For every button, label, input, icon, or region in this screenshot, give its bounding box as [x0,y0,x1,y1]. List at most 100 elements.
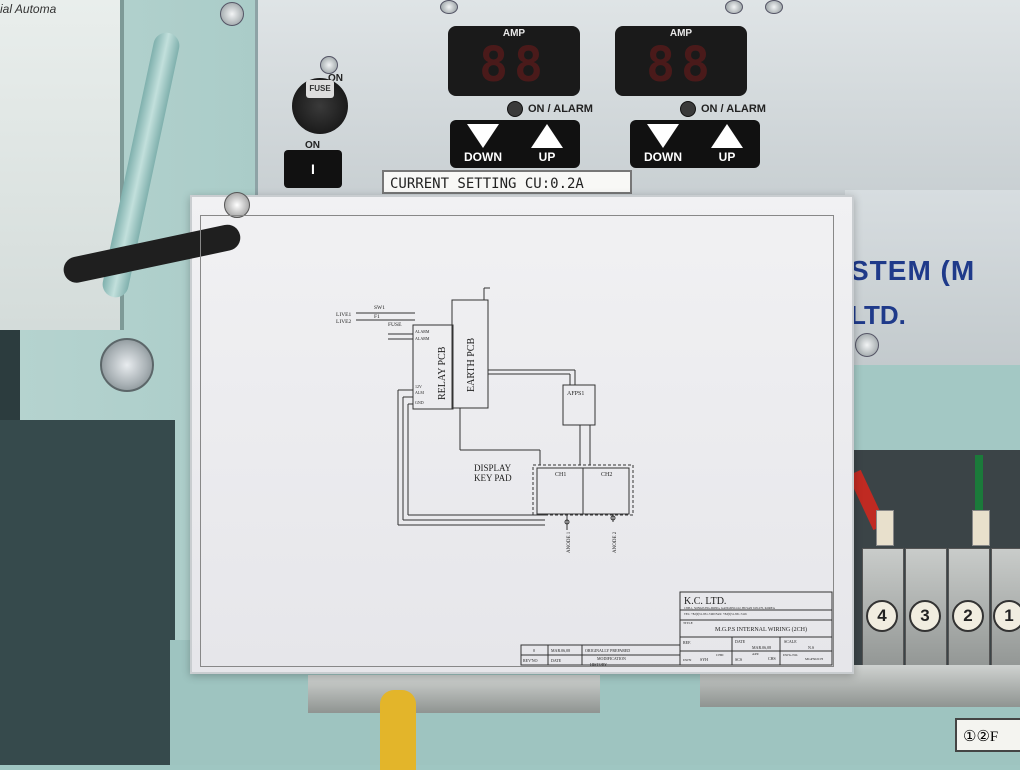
segment-digits: 88 [479,37,549,93]
diagram-12v: 12V [415,384,422,389]
wiring-diagram-sheet [190,195,854,674]
diagram-display: DISPLAY [474,463,512,473]
title-block-company: K.C. LTD. [684,596,726,607]
dwn-value: SYH [700,657,708,662]
clip-ring-icon [224,192,250,218]
date-value: MAR.06,08 [752,645,771,651]
switch-symbol: I [311,161,315,177]
bottom-label: ①②F [955,718,1020,752]
led-icon [680,101,696,117]
app-label: APP. [752,652,759,656]
diagram-sw1: SW1 [374,305,385,311]
scale-label: SCALE [784,639,797,644]
up-arrow-icon [711,124,743,148]
up-label: UP [538,150,556,164]
chd-value: SCS [735,657,742,662]
brand-text-line2: LTD. [850,300,906,330]
amp-label: AMP [669,28,693,39]
diagram-gnd: GND [415,400,424,405]
diagram-f1: F1 [374,314,380,320]
diagram-live2: LIVE2 [336,319,352,325]
dwg-label: DWG.NO. [783,653,798,657]
date-col-label: DATE [551,658,562,663]
rev-mod: ORIGINALLY PREPARED [585,648,630,653]
diagram-anode1: ANODE 1 [567,531,572,553]
terminal-number: 2 [952,600,984,632]
down-arrow-icon [647,124,679,148]
down-label: DOWN [644,150,682,164]
diagram-earth-pcb: EARTH PCB [466,338,477,392]
chd-label: CHD [716,653,724,657]
screw-icon [220,2,244,26]
down-arrow-icon [467,124,499,148]
power-switch[interactable]: I [284,150,342,188]
diagram-ch2: CH2 [601,472,612,478]
alarm-label: ON / ALARM [528,102,593,115]
modification-label: MODIFICATION [597,656,626,661]
diagram-afps1: AFPS1 [567,391,584,397]
down-button[interactable]: DOWN [632,120,694,168]
screw-icon [100,338,154,392]
diagram-alarm1: ALARM [415,329,430,334]
scale-value: N.S [808,645,814,650]
dwn-label: DWN [683,658,692,662]
segment-digits: 88 [646,37,716,93]
alarm-indicator-1: ON / ALARM [507,101,593,117]
cabinet-shadow [0,420,175,765]
up-label: UP [718,150,736,164]
screw-icon [765,0,783,14]
down-label: DOWN [464,150,502,164]
screw-icon [725,0,743,14]
current-setting-label: CURRENT SETTING CU:0.2A [382,170,632,194]
on-label: ON [328,73,343,84]
dwg-value: MGPS02CH [805,657,823,661]
diagram-fuse: FUSE [388,322,402,328]
down-button[interactable]: DOWN [452,120,514,168]
diagram-alm: ALM [415,390,424,395]
ref-label: REF. [683,640,691,645]
green-wire [975,455,983,525]
terminal-number: 4 [866,600,898,632]
diagram-relay-pcb: RELAY PCB [437,346,448,400]
fuse-cap-label: FUSE [306,80,334,98]
drawing-title: M.G.P.S INTERNAL WIRING (2CH) [715,626,807,633]
amp-label: AMP [502,28,526,39]
led-icon [507,101,523,117]
app-value: CHS [768,656,776,661]
wire-sleeve [972,510,990,546]
switch-label: ON [305,140,320,151]
screw-icon [440,0,458,14]
screw-icon [320,56,338,74]
terminal-number: 3 [909,600,941,632]
button-pair-1: DOWN UP [450,120,580,168]
up-button[interactable]: UP [696,120,758,168]
diagram-live1: LIVE1 [336,312,352,318]
history-label: HISTORY [590,662,607,667]
up-arrow-icon [531,124,563,148]
diagram-ch1: CH1 [555,472,566,478]
button-pair-2: DOWN UP [630,120,760,168]
rev-date: MAR.06,08 [551,648,570,654]
teal-rail [845,365,1020,450]
amp-display-1: AMP 88 [448,26,580,96]
brand-text-line1: STEM (M [850,255,976,286]
title-label: TITLE [683,621,693,625]
rev-no-label: REV'NO [523,658,538,663]
date-label: DATE [735,639,746,644]
alarm-label: ON / ALARM [701,102,766,115]
din-rail [308,675,600,713]
title-block-contact: TEL: +82(0)51-831-7400 FAX: +82(0)51-831… [684,612,747,616]
wire-sleeve [876,510,894,546]
corner-label-text: ial Automa [0,2,57,16]
alarm-indicator-2: ON / ALARM [680,101,766,117]
yellow-cable [380,690,416,770]
terminal-number: 1 [993,600,1020,632]
screw-icon [855,333,879,357]
rev-value: 0 [533,648,535,653]
title-block-address: 1308-1, SONGJUNG-DONG, GANGSEO-GU, BUSAN… [684,606,776,611]
diagram-anode2: ANODE 2 [613,531,618,553]
diagram-alarm2: ALARM [415,336,430,341]
up-button[interactable]: UP [516,120,578,168]
drawing-border [200,215,834,667]
